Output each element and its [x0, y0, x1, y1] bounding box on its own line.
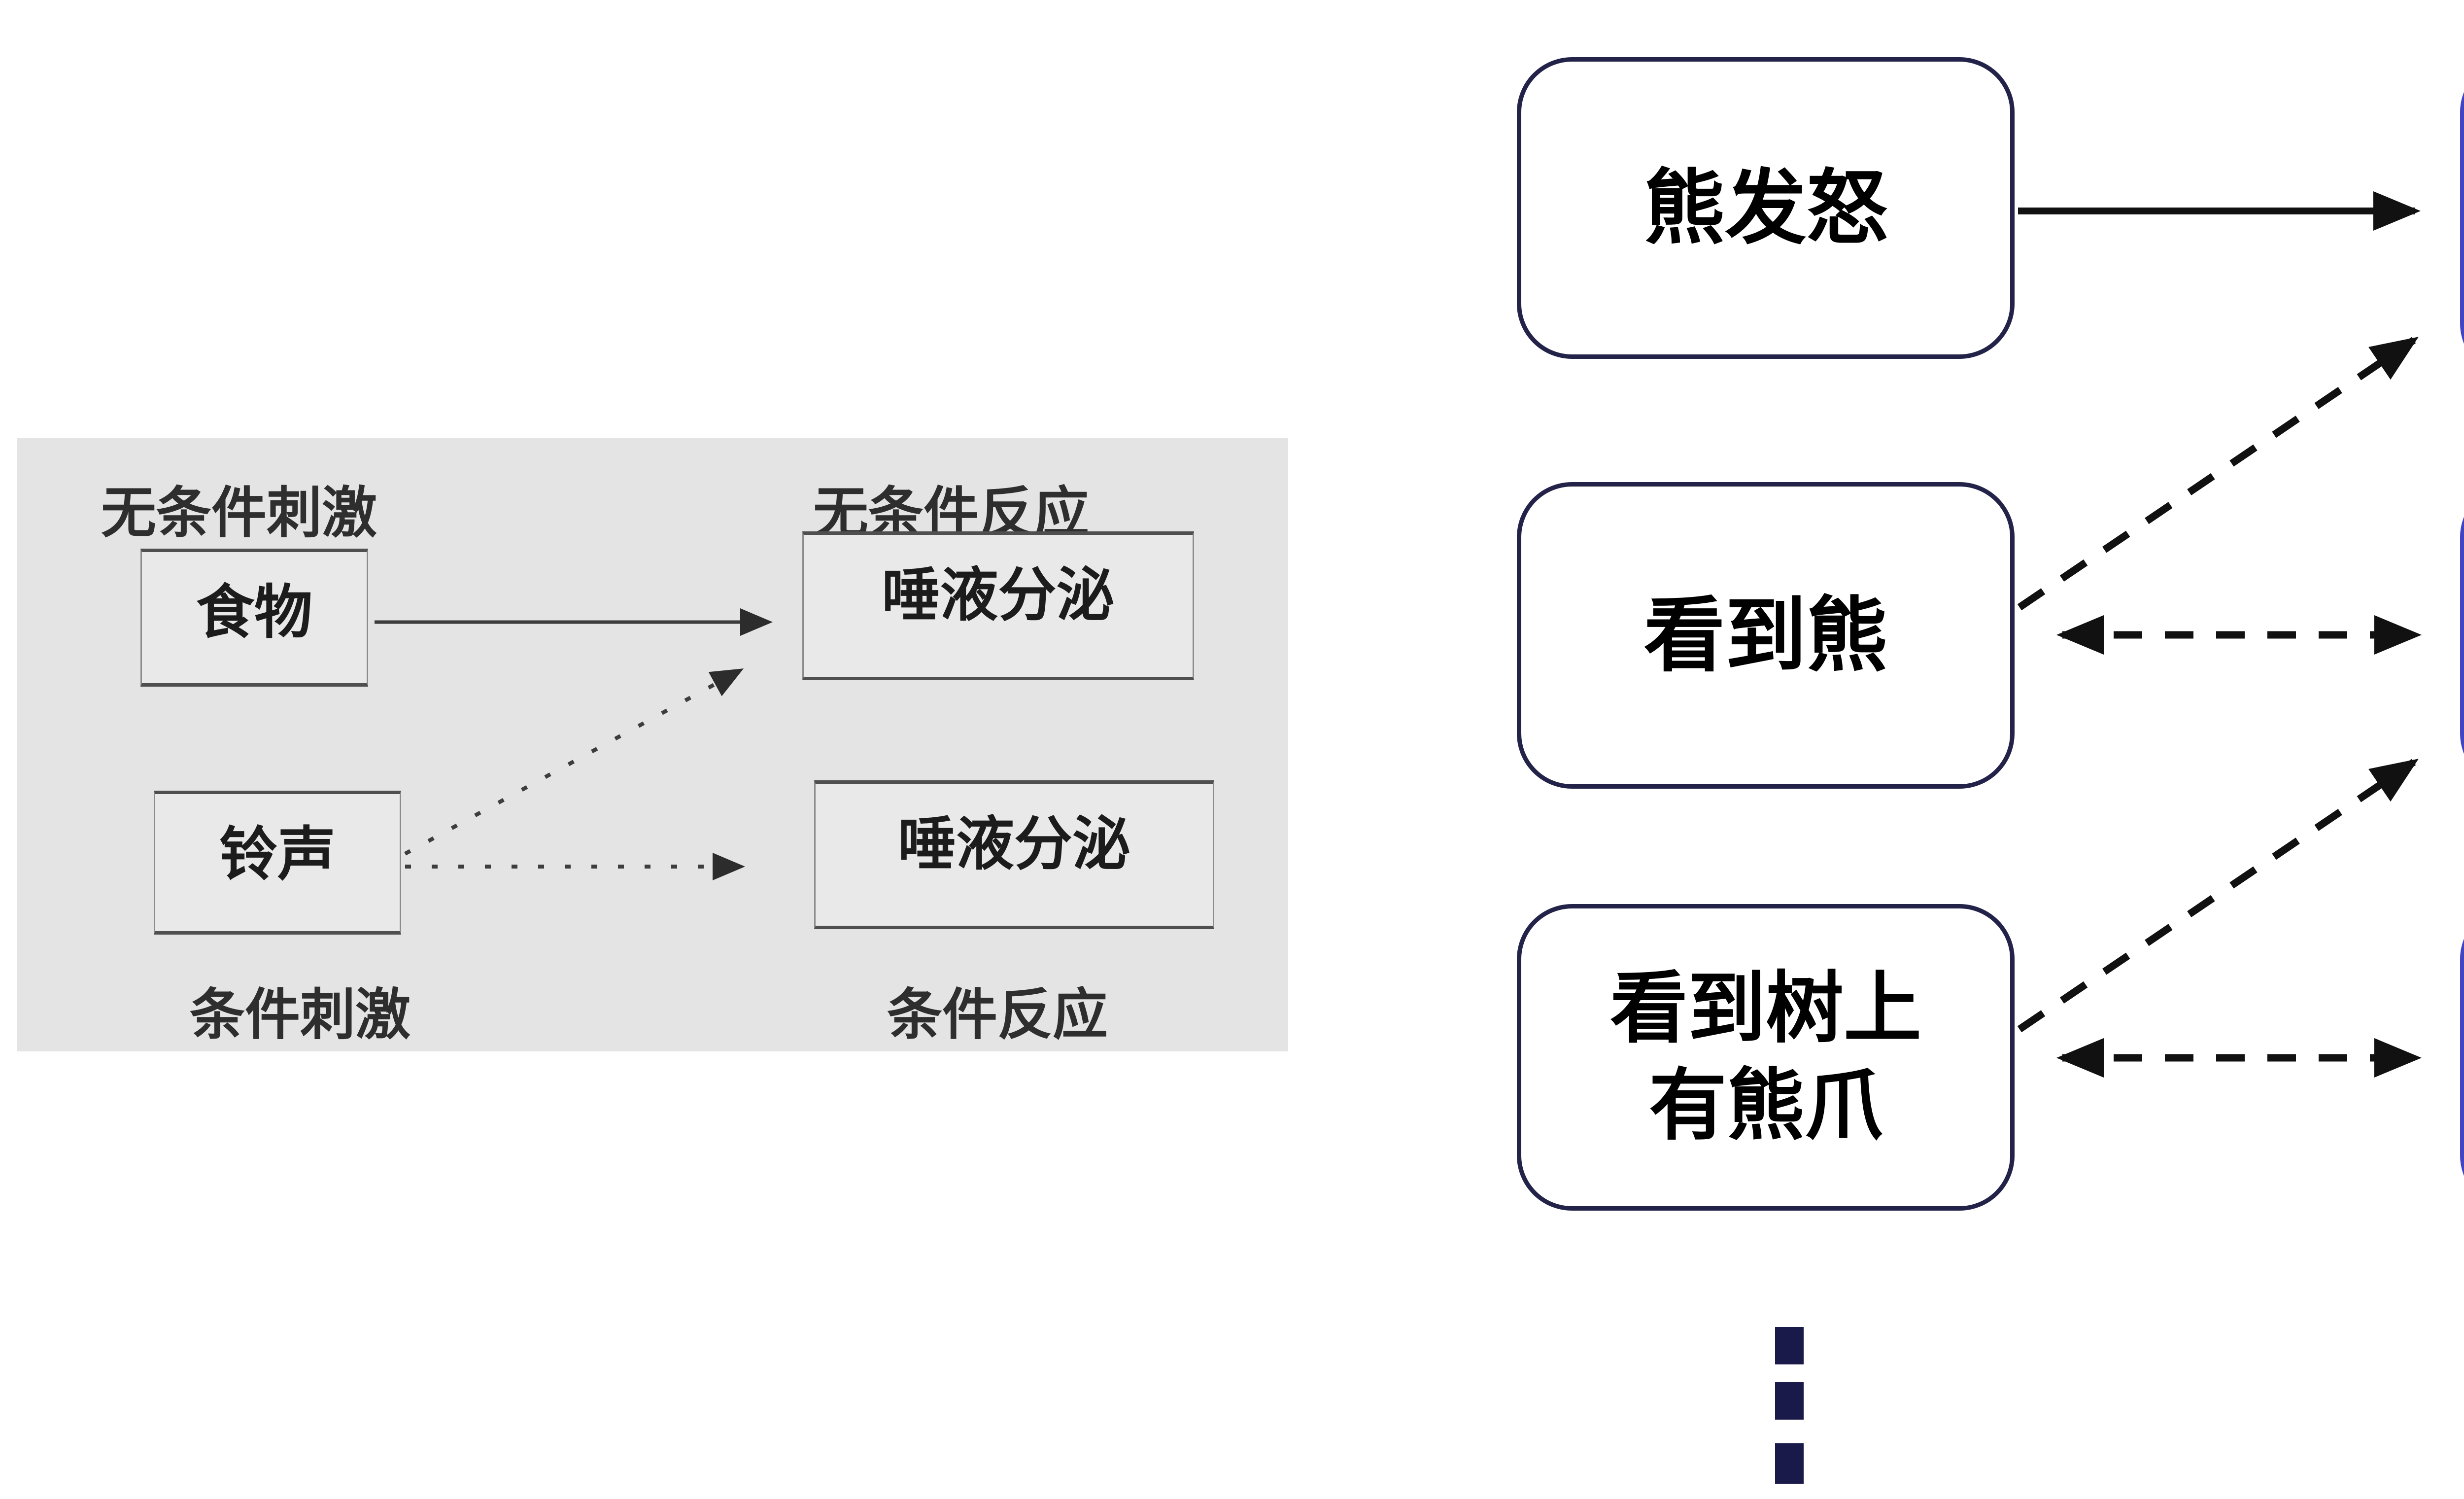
classical-conditioning-panel: 无条件刺激 无条件反应 食物 唾液分泌 铃声 唾液分泌 条件刺激 条件反应	[17, 438, 1288, 1051]
node-see-bear-claw-label: 看到树上 有熊爪	[1610, 960, 1921, 1155]
label-conditioned-stimulus: 条件刺激	[190, 984, 411, 1046]
node-v-s: V(s)	[2460, 904, 2464, 1211]
node-v-s-prime: V(s′)	[2460, 482, 2464, 789]
node-see-bear-label: 看到熊	[1643, 590, 1888, 681]
node-bear-angry: 熊发怒	[1517, 57, 2015, 359]
td-dashed-diagonal-see-bear-to-reward	[2017, 337, 2419, 611]
node-see-bear-claw: 看到树上 有熊爪	[1517, 904, 2015, 1211]
node-see-bear: 看到熊	[1517, 482, 2015, 789]
ellipsis-dots-left	[1775, 1327, 1804, 1484]
box-salivation-top: 唾液分泌	[802, 531, 1194, 680]
box-salivation-bottom: 唾液分泌	[814, 780, 1214, 929]
box-food-label: 食物	[196, 580, 312, 645]
label-unconditioned-stimulus: 无条件刺激	[101, 482, 377, 544]
box-food: 食物	[140, 549, 368, 687]
box-bell: 铃声	[154, 791, 401, 935]
box-bell-label: 铃声	[219, 822, 336, 887]
td-dashed-diagonal-claw-to-v-s-prime	[2017, 759, 2419, 1033]
label-conditioned-response: 条件反应	[887, 984, 1108, 1046]
box-salivation-bottom-label: 唾液分泌	[897, 812, 1130, 877]
claw-label-line1: 看到树上	[1610, 965, 1921, 1052]
node-reward: 奖励	[2460, 57, 2464, 379]
td-arrows	[2017, 191, 2422, 1078]
box-salivation-top-label: 唾液分泌	[882, 563, 1115, 628]
claw-label-line2: 有熊爪	[1649, 1062, 1882, 1149]
node-bear-angry-label: 熊发怒	[1643, 162, 1888, 253]
